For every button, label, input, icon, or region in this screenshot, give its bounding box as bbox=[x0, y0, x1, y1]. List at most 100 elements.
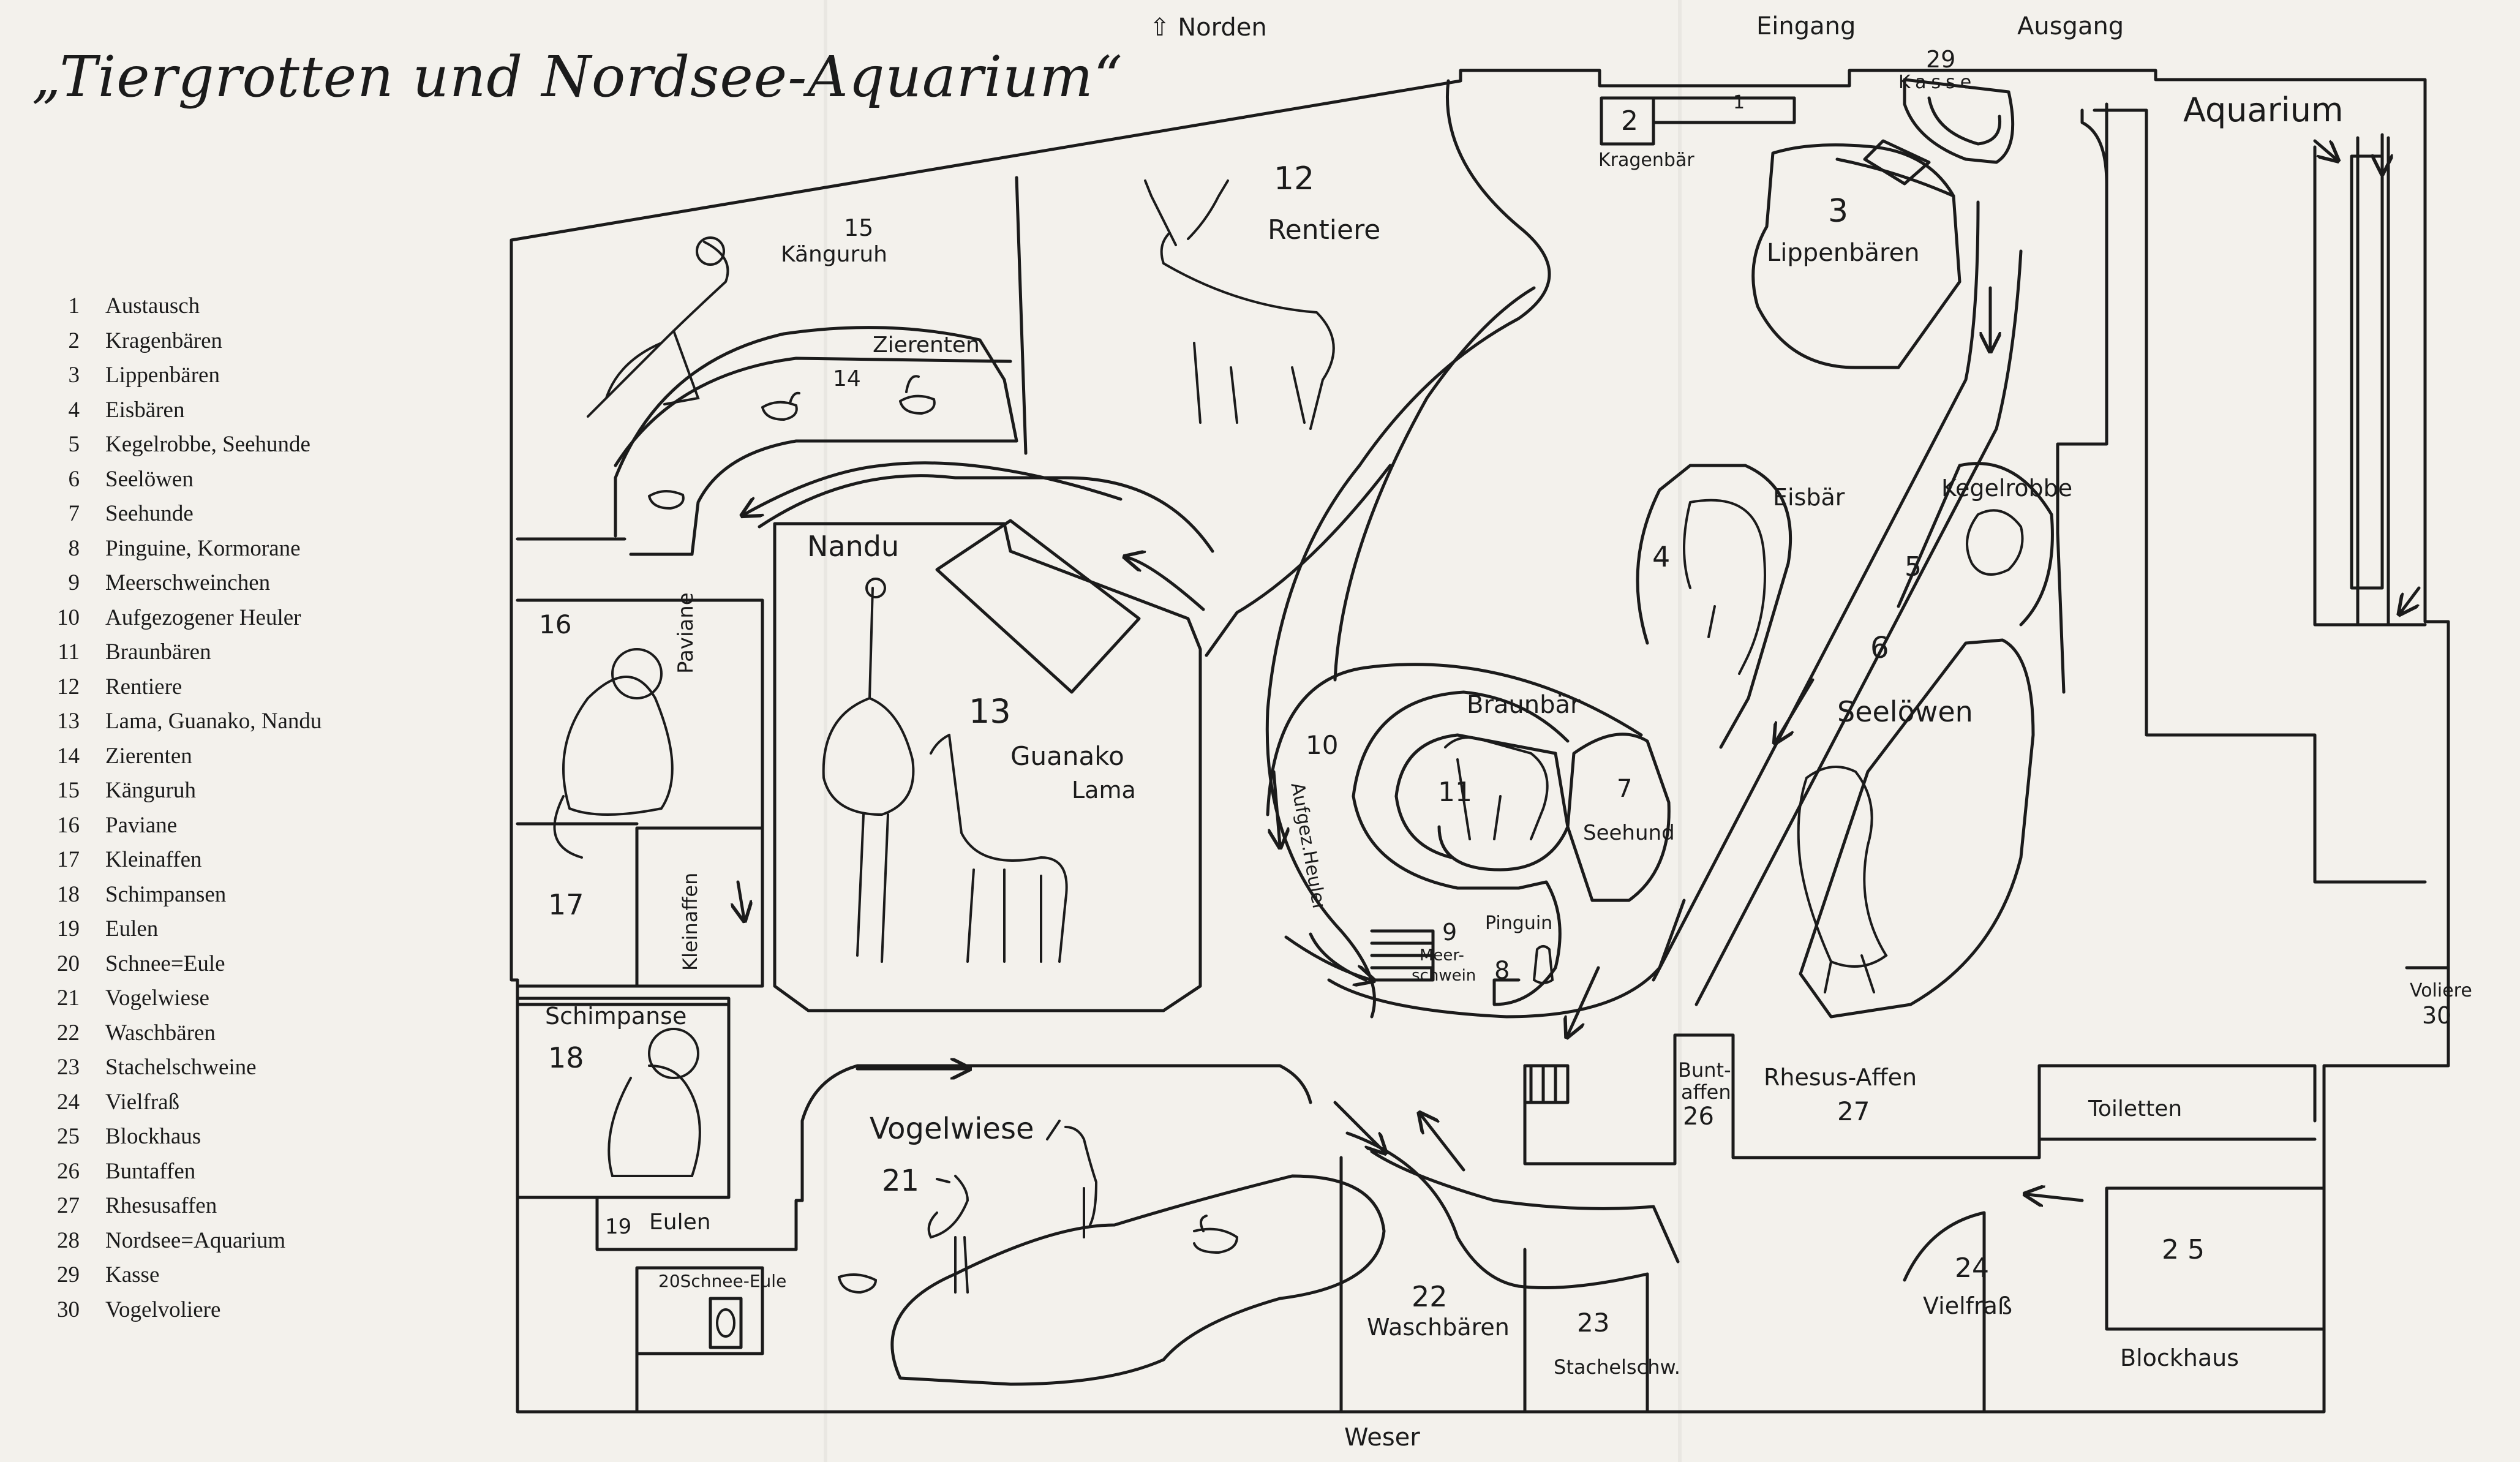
label-kragenbaer: Kragenbär bbox=[1598, 149, 1694, 171]
legend-label: Zierenten bbox=[105, 743, 192, 769]
label-27: 27 bbox=[1837, 1096, 1870, 1126]
label-16: 16 bbox=[539, 609, 572, 639]
label-12: 12 bbox=[1274, 160, 1315, 197]
legend-label: Waschbären bbox=[105, 1020, 216, 1046]
legend-label: Känguruh bbox=[105, 778, 196, 803]
legend-row: 13 Lama, Guanako, Nandu bbox=[34, 708, 322, 743]
label-8: 8 bbox=[1494, 957, 1510, 985]
label-guanako: Guanako bbox=[1010, 741, 1124, 771]
legend-label: Vogelwiese bbox=[105, 985, 209, 1011]
legend-number: 18 bbox=[57, 881, 80, 907]
seehund-pool bbox=[1566, 733, 1671, 902]
central-path-inner bbox=[1333, 286, 1536, 682]
diagonal-left bbox=[1636, 464, 1792, 749]
south-path bbox=[1345, 1131, 1649, 1414]
arrow-bottom-up bbox=[1568, 966, 1600, 1035]
central-path-outer bbox=[1265, 79, 1551, 1019]
kragen-block bbox=[1600, 96, 1796, 146]
legend-label: Blockhaus bbox=[105, 1124, 201, 1149]
label-vielfrass: Vielfraß bbox=[1923, 1292, 2012, 1319]
legend-label: Lama, Guanako, Nandu bbox=[105, 709, 322, 734]
legend-number: 30 bbox=[57, 1297, 80, 1322]
kaenguruh-divider bbox=[614, 356, 1012, 467]
legend-label: Kleinaffen bbox=[105, 847, 202, 872]
label-kaenguruh: Känguruh bbox=[781, 242, 887, 267]
legend-number: 29 bbox=[57, 1262, 80, 1287]
arrow-sw-curve bbox=[1421, 1115, 1465, 1172]
label-6: 6 bbox=[1870, 631, 1889, 665]
label-19: 19 bbox=[605, 1215, 632, 1239]
legend-label: Nordsee=Aquarium bbox=[105, 1227, 286, 1253]
path-12-bottom bbox=[758, 474, 1214, 553]
label-meer: Meer- bbox=[1420, 946, 1464, 965]
label-30: 30 bbox=[2422, 1002, 2452, 1029]
label-25: 2 5 bbox=[2162, 1234, 2205, 1265]
legend-number: 21 bbox=[57, 985, 80, 1011]
label-13: 13 bbox=[969, 692, 1011, 731]
legend-label: Paviane bbox=[105, 812, 178, 838]
legend-number: 10 bbox=[57, 605, 80, 630]
legend-number: 28 bbox=[57, 1227, 80, 1253]
legend-number: 8 bbox=[68, 535, 80, 561]
label-nandu: Nandu bbox=[807, 530, 900, 563]
seeloewen-pool bbox=[1799, 638, 2035, 1019]
label-29: 29 bbox=[1926, 46, 1956, 73]
legend-label: Seehunde bbox=[105, 501, 194, 526]
toilet-block bbox=[2037, 1070, 2317, 1141]
label-1: 1 bbox=[1733, 92, 1745, 113]
west-strip bbox=[516, 537, 764, 1006]
legend-number: 17 bbox=[57, 847, 80, 872]
owl-cage bbox=[709, 1297, 743, 1349]
legend-number: 13 bbox=[57, 709, 80, 734]
legend-label: Kegelrobbe, Seehunde bbox=[105, 432, 310, 457]
label-10: 10 bbox=[1306, 730, 1339, 760]
legend-number: 5 bbox=[68, 432, 80, 457]
legend-row: 15 Känguruh bbox=[34, 777, 322, 812]
legend-number: 3 bbox=[68, 363, 80, 388]
north-indicator: ⇧ Norden bbox=[1149, 13, 1267, 42]
label-23: 23 bbox=[1577, 1308, 1610, 1338]
aquarium-corridor bbox=[2313, 136, 2427, 627]
label-braunbaer: Braunbär bbox=[1467, 691, 1581, 719]
legend-row: 8 Pinguine, Kormorane bbox=[34, 535, 322, 570]
label-21: 21 bbox=[882, 1164, 920, 1198]
arrow-aq-in bbox=[2313, 139, 2336, 159]
label-5: 5 bbox=[1905, 551, 1922, 582]
legend-number: 6 bbox=[68, 466, 80, 492]
legend-label: Stachelschweine bbox=[105, 1055, 257, 1080]
aquarium-entry bbox=[2080, 108, 2108, 186]
label-paviane: Paviane bbox=[674, 592, 698, 674]
legend-number: 15 bbox=[57, 778, 80, 803]
legend-label: Eulen bbox=[105, 916, 159, 941]
label-17: 17 bbox=[548, 888, 584, 921]
arrow-north-loop bbox=[744, 461, 1123, 514]
diagonal-path bbox=[1652, 200, 1980, 982]
legend-label: Schnee=Eule bbox=[105, 951, 225, 976]
pinguin-area bbox=[1492, 880, 1562, 1006]
enclosure-18 bbox=[516, 997, 731, 1199]
spiral-10 bbox=[1266, 663, 1643, 816]
label-blockhaus: Blockhaus bbox=[2120, 1344, 2240, 1371]
legend-number: 16 bbox=[57, 812, 80, 838]
legend-number: 19 bbox=[57, 916, 80, 941]
rhesus-block bbox=[1523, 1033, 2317, 1166]
legend-label: Pinguine, Kormorane bbox=[105, 535, 301, 561]
label-22: 22 bbox=[1412, 1280, 1448, 1313]
legend-number: 14 bbox=[57, 743, 80, 769]
label-11: 11 bbox=[1438, 777, 1472, 808]
legend-row: 28 Nordsee=Aquarium bbox=[34, 1227, 322, 1262]
legend-number: 12 bbox=[57, 674, 80, 699]
legend-number: 4 bbox=[68, 397, 80, 423]
legend-label: Vielfraß bbox=[105, 1089, 180, 1115]
label-14: 14 bbox=[833, 366, 861, 391]
